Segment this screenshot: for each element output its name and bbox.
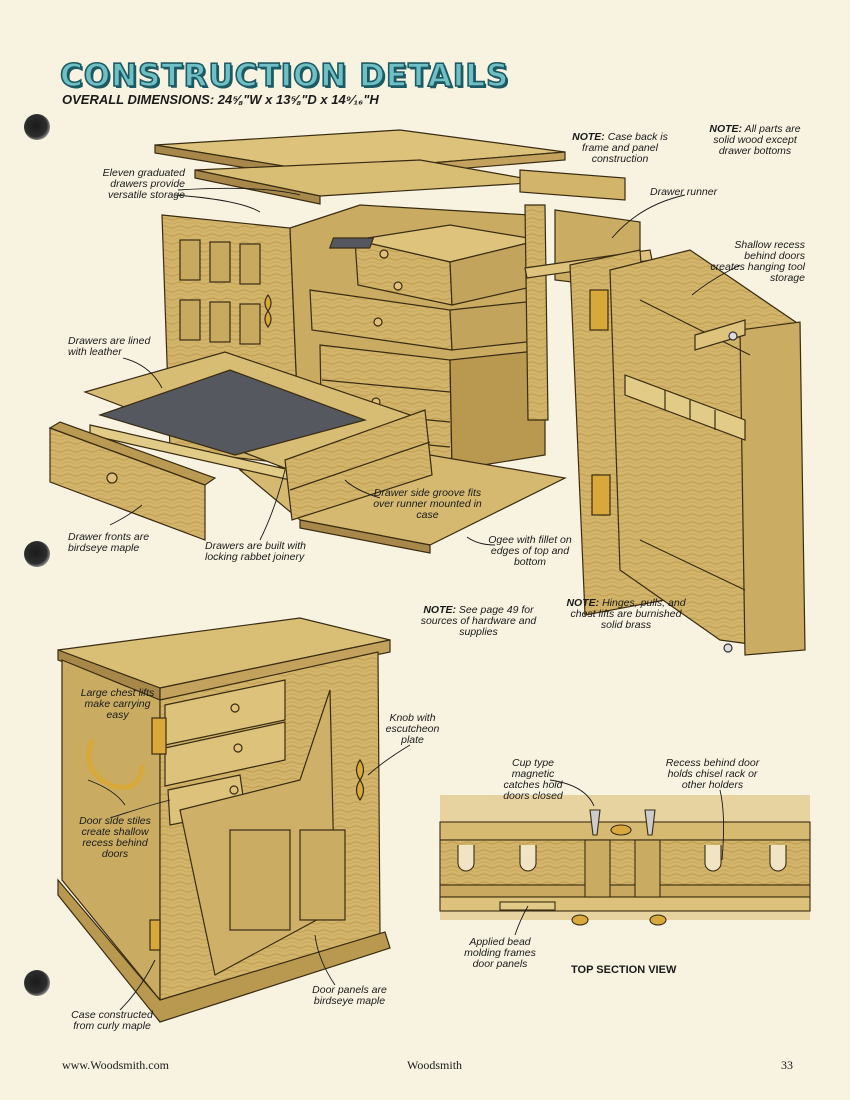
page-title: CONSTRUCTION DETAILS <box>59 57 510 95</box>
binder-hole-top <box>24 114 50 140</box>
label-cup-type-catches: Cup type magnetic catches hold doors clo… <box>503 757 563 802</box>
label-door-side-stiles: Door side stiles create shallow recess b… <box>79 815 151 860</box>
drawer-side-loose <box>284 409 433 521</box>
exploded-view <box>48 129 806 656</box>
footer-url[interactable]: www.Woodsmith.com <box>62 1058 169 1072</box>
note-page-49: NOTE: See page 49 for sources of hardwar… <box>420 604 537 638</box>
label-large-chest-lifts: Large chest lifts make carrying easy <box>80 687 155 721</box>
label-recess-behind-door: Recess behind door holds chisel rack or … <box>665 757 760 791</box>
note-solid-wood: NOTE: All parts are solid wood except dr… <box>709 123 801 157</box>
label-shallow-recess: Shallow recess behind doors creates hang… <box>710 239 805 284</box>
label-eleven-drawers: Eleven graduated drawers provide versati… <box>102 167 185 201</box>
leader-lines <box>87 187 741 1011</box>
label-locking-rabbet: Drawers are built with locking rabbet jo… <box>205 540 306 563</box>
label-ogee: Ogee with fillet on edges of top and bot… <box>488 534 572 568</box>
label-drawer-fronts: Drawer fronts are birdseye maple <box>68 531 150 554</box>
label-side-groove: Drawer side groove fits over runner moun… <box>373 487 482 521</box>
magnetic-catch <box>589 809 601 836</box>
label-drawer-runner: Drawer runner <box>650 186 718 198</box>
label-applied-bead: Applied bead molding frames door panels <box>464 936 536 970</box>
footer-magazine: Woodsmith <box>407 1058 463 1072</box>
note-hinges: NOTE: Hinges, pulls, and chest lifts are… <box>566 597 686 631</box>
caption-top-section-view: TOP SECTION VIEW <box>571 964 677 976</box>
label-case-curly-maple: Case constructed from curly maple <box>71 1009 153 1032</box>
assembled-view <box>57 617 391 1023</box>
overall-dimensions: OVERALL DIMENSIONS: 24⅝"W x 13⅝"D x 14⁹⁄… <box>62 92 379 107</box>
top-section-view <box>439 795 811 926</box>
leather-lining <box>98 369 367 456</box>
page-number: 33 <box>781 1058 793 1072</box>
escutcheon-plate <box>264 293 272 329</box>
binder-hole-middle <box>24 541 50 567</box>
label-door-panels: Door panels are birdseye maple <box>312 984 387 1007</box>
note-case-back: NOTE: Case back is frame and panel const… <box>572 131 668 165</box>
chest-base <box>57 878 391 1023</box>
binder-hole-bottom <box>24 970 50 996</box>
chest-lift <box>86 739 145 790</box>
label-lined-leather: Drawers are lined with leather <box>68 335 151 358</box>
case-back-frame <box>519 169 626 201</box>
label-knob-escutcheon: Knob with escutcheon plate <box>385 712 440 746</box>
